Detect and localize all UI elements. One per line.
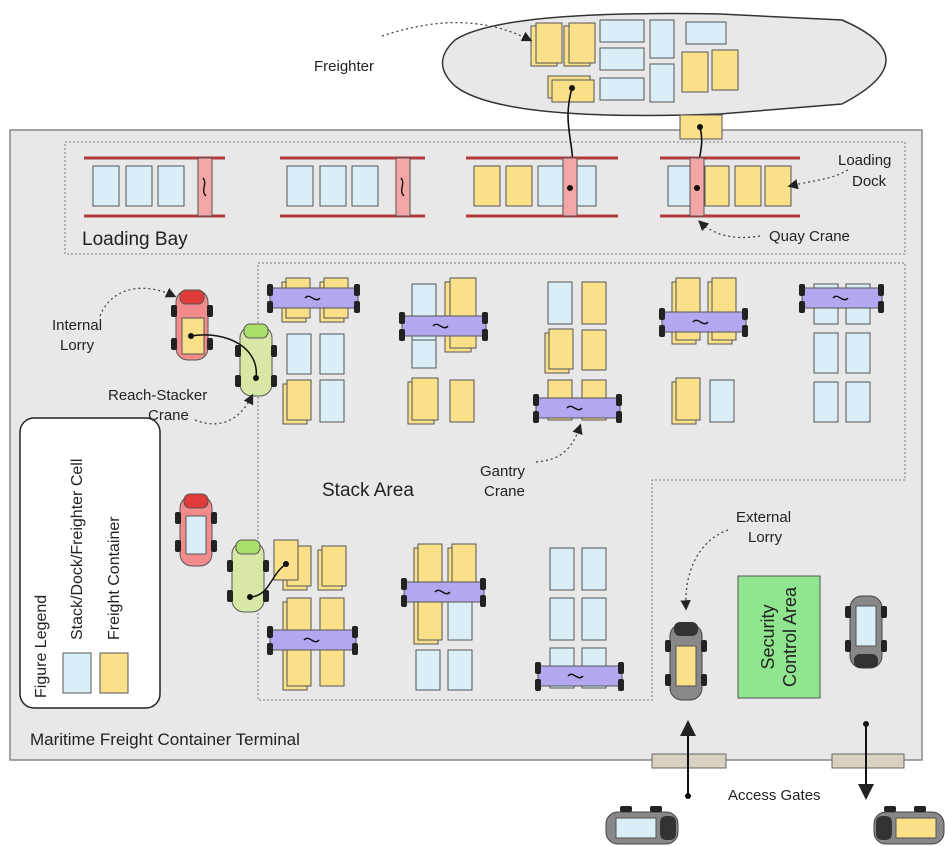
- legend-cell-label: Stack/Dock/Freighter Cell: [69, 459, 86, 640]
- gantry-crane-3: [533, 394, 622, 423]
- internal-lorry-label-1: Internal: [52, 317, 102, 334]
- gantry-crane-label-2: Crane: [484, 483, 525, 500]
- external-lorry-empty: [845, 595, 887, 669]
- quay-crane-dock-2: [280, 156, 425, 218]
- external-lorry-leaving: [873, 806, 945, 845]
- reach-stacker-2: [227, 539, 299, 613]
- external-lorry-in: [665, 622, 707, 701]
- reach-stacker-1: [235, 323, 277, 397]
- access-gates-label: Access Gates: [728, 787, 821, 804]
- gantry-crane-5: [799, 284, 884, 313]
- reach-stacker-label-2: Crane: [148, 407, 189, 424]
- terminal-label: Maritime Freight Container Terminal: [30, 730, 300, 749]
- gantry-crane-7: [401, 578, 486, 607]
- gantry-crane-2: [399, 312, 488, 341]
- legend-container-swatch: [99, 652, 129, 694]
- gantry-crane-1: [267, 284, 360, 313]
- external-lorry-label-1: External: [736, 509, 791, 526]
- access-gate-out: [831, 753, 905, 769]
- security-label-1: Security: [758, 604, 778, 669]
- external-lorry-label-2: Lorry: [748, 529, 783, 546]
- quay-crane-dock-1: [84, 156, 225, 218]
- quay-crane-dock-3: [466, 156, 618, 218]
- loading-bay: [64, 141, 906, 255]
- internal-lorry-2: [175, 493, 217, 567]
- external-lorry-arriving: [605, 806, 679, 845]
- reach-stacker-label-1: Reach-Stacker: [108, 387, 207, 404]
- stack-area: [257, 262, 906, 701]
- security-control-area: [737, 575, 821, 699]
- legend-container-label: Freight Container: [106, 516, 123, 640]
- security-label-2: Control Area: [780, 586, 800, 687]
- loading-dock-label-1: Loading: [838, 152, 891, 169]
- gantry-crane-8: [535, 662, 624, 691]
- loading-dock-label-2: Dock: [852, 173, 887, 190]
- loading-bay-label: Loading Bay: [82, 229, 188, 250]
- gantry-crane-label-1: Gantry: [480, 463, 526, 480]
- internal-lorry-label-2: Lorry: [60, 337, 95, 354]
- gantry-crane-6: [267, 626, 358, 655]
- gantry-crane-4: [659, 308, 748, 337]
- figure-legend: Figure Legend Stack/Dock/Freighter Cell …: [19, 417, 161, 709]
- stack-area-label: Stack Area: [322, 480, 414, 501]
- freighter: [441, 12, 887, 117]
- quay-crane-label: Quay Crane: [769, 228, 850, 245]
- freighter-label: Freighter: [314, 58, 374, 75]
- legend-title: Figure Legend: [33, 595, 50, 698]
- quay-crane-dock-4: [660, 156, 800, 218]
- internal-lorry-1: [171, 289, 213, 361]
- legend-cell-swatch: [62, 652, 92, 694]
